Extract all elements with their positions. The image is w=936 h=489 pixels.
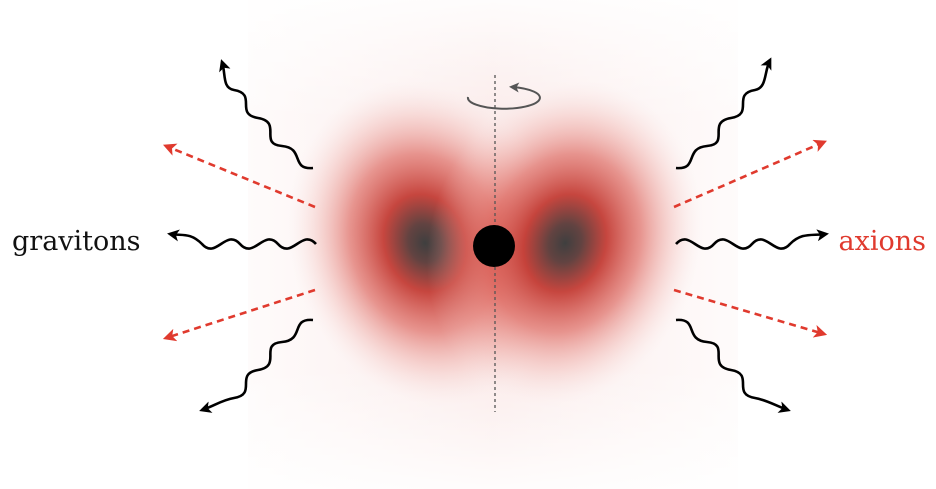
black-hole-icon	[473, 225, 515, 267]
axion-cloud-right	[426, 80, 704, 406]
graviton-arrow-left-down	[199, 318, 314, 413]
graviton-arrow-left-up	[219, 59, 314, 170]
graviton-arrow-left-mid	[167, 229, 317, 250]
axion-arrow-right-down	[673, 288, 828, 338]
graviton-arrow-right-up	[675, 57, 772, 170]
axion-arrow-right-up	[673, 139, 827, 209]
axions-label: axions	[838, 226, 926, 257]
axion-arrow-left-up	[162, 143, 316, 209]
graviton-arrow-right-mid	[675, 229, 829, 250]
gravitons-label: gravitons	[12, 226, 141, 257]
graviton-arrow-right-down	[675, 318, 791, 413]
axion-arrow-left-down	[162, 288, 316, 342]
rotation-arrow-icon	[466, 82, 541, 110]
